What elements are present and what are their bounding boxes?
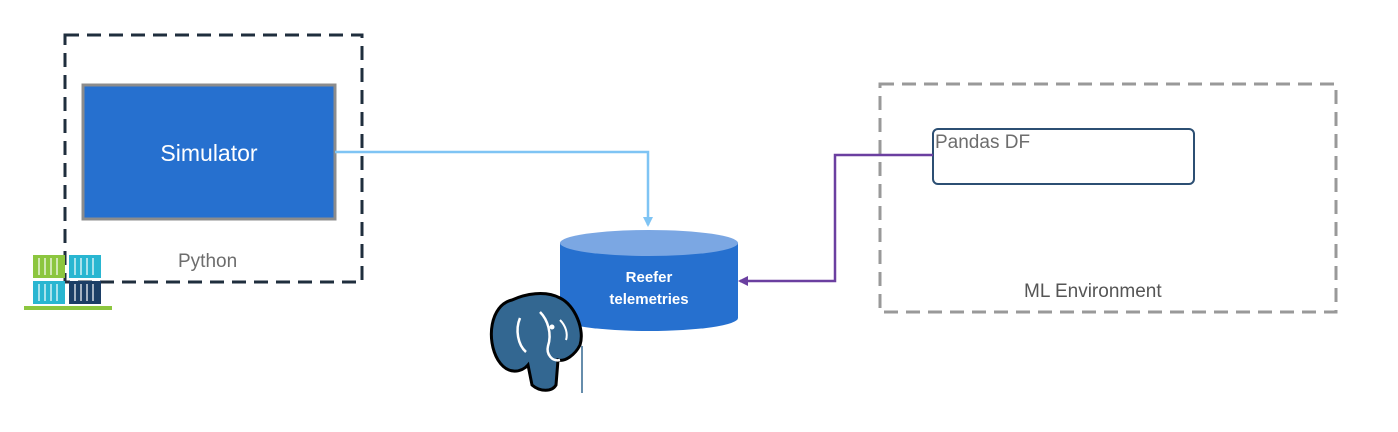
simulator-label: Simulator bbox=[160, 140, 258, 166]
python-group-label: Python bbox=[178, 251, 238, 272]
postgresql-elephant-icon bbox=[489, 292, 583, 393]
database-label-line1: Reefer bbox=[625, 269, 673, 286]
ml-environment-border bbox=[878, 82, 1338, 314]
database-cylinder[interactable] bbox=[560, 230, 738, 331]
python-group-border bbox=[63, 33, 364, 284]
pandas-to-db-arrow bbox=[738, 153, 933, 286]
shipping-containers-icon bbox=[24, 255, 112, 310]
database-label: Reefer telemetries bbox=[560, 267, 738, 311]
pandas-df-label: Pandas DF bbox=[935, 132, 1031, 153]
simulator-to-db-arrow bbox=[335, 150, 653, 227]
ml-environment-label: ML Environment bbox=[1024, 281, 1162, 302]
pandas-df-box[interactable] bbox=[932, 128, 1195, 185]
database-label-line2: telemetries bbox=[609, 291, 689, 308]
simulator-box[interactable] bbox=[81, 83, 337, 221]
